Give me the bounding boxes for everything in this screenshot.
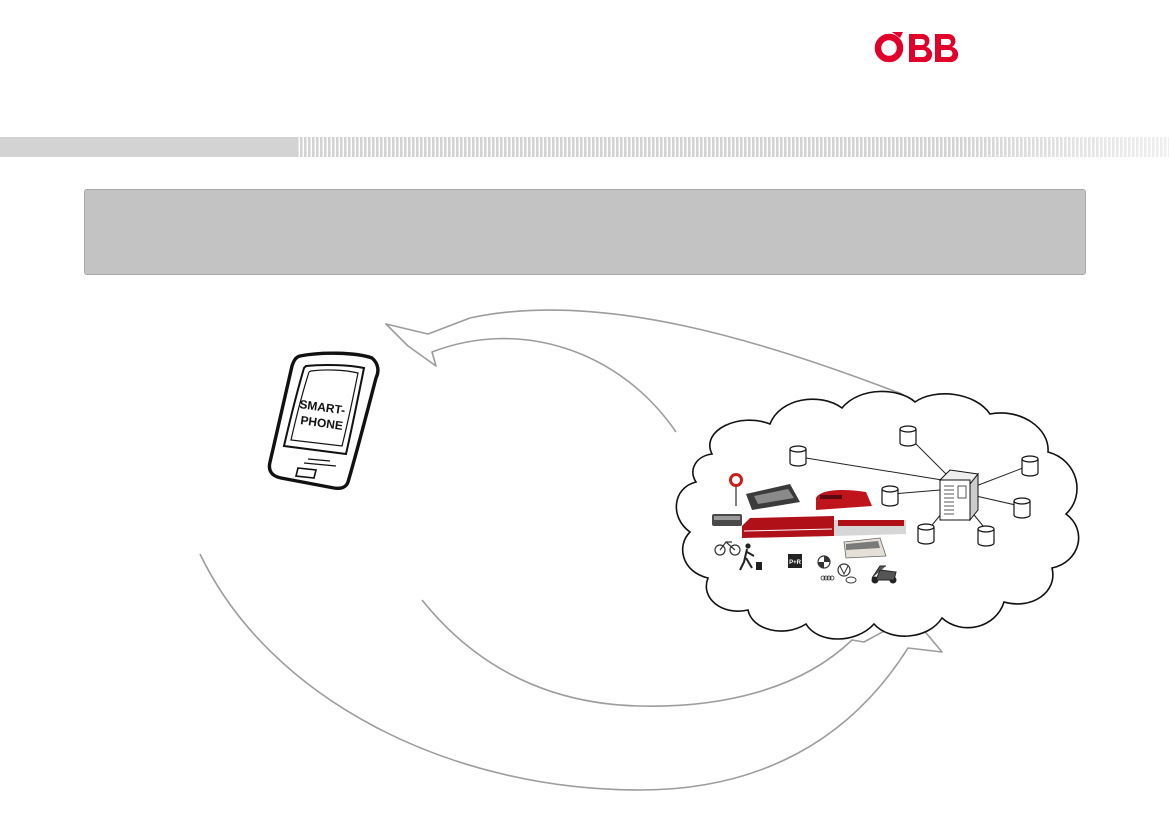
smartphone-icon: SMART- PHONE (269, 353, 377, 488)
smartphone-cloud-diagram: SMART- PHONE (0, 290, 1169, 826)
server-icon (940, 470, 978, 520)
header-stripe-band (0, 137, 1169, 157)
title-box (84, 189, 1086, 275)
obb-logo (873, 28, 965, 68)
bus-icon (712, 514, 742, 526)
svg-text:P+R: P+R (789, 560, 802, 566)
bus-icon (844, 538, 886, 558)
park-and-ride-sign: P+R (788, 554, 802, 568)
